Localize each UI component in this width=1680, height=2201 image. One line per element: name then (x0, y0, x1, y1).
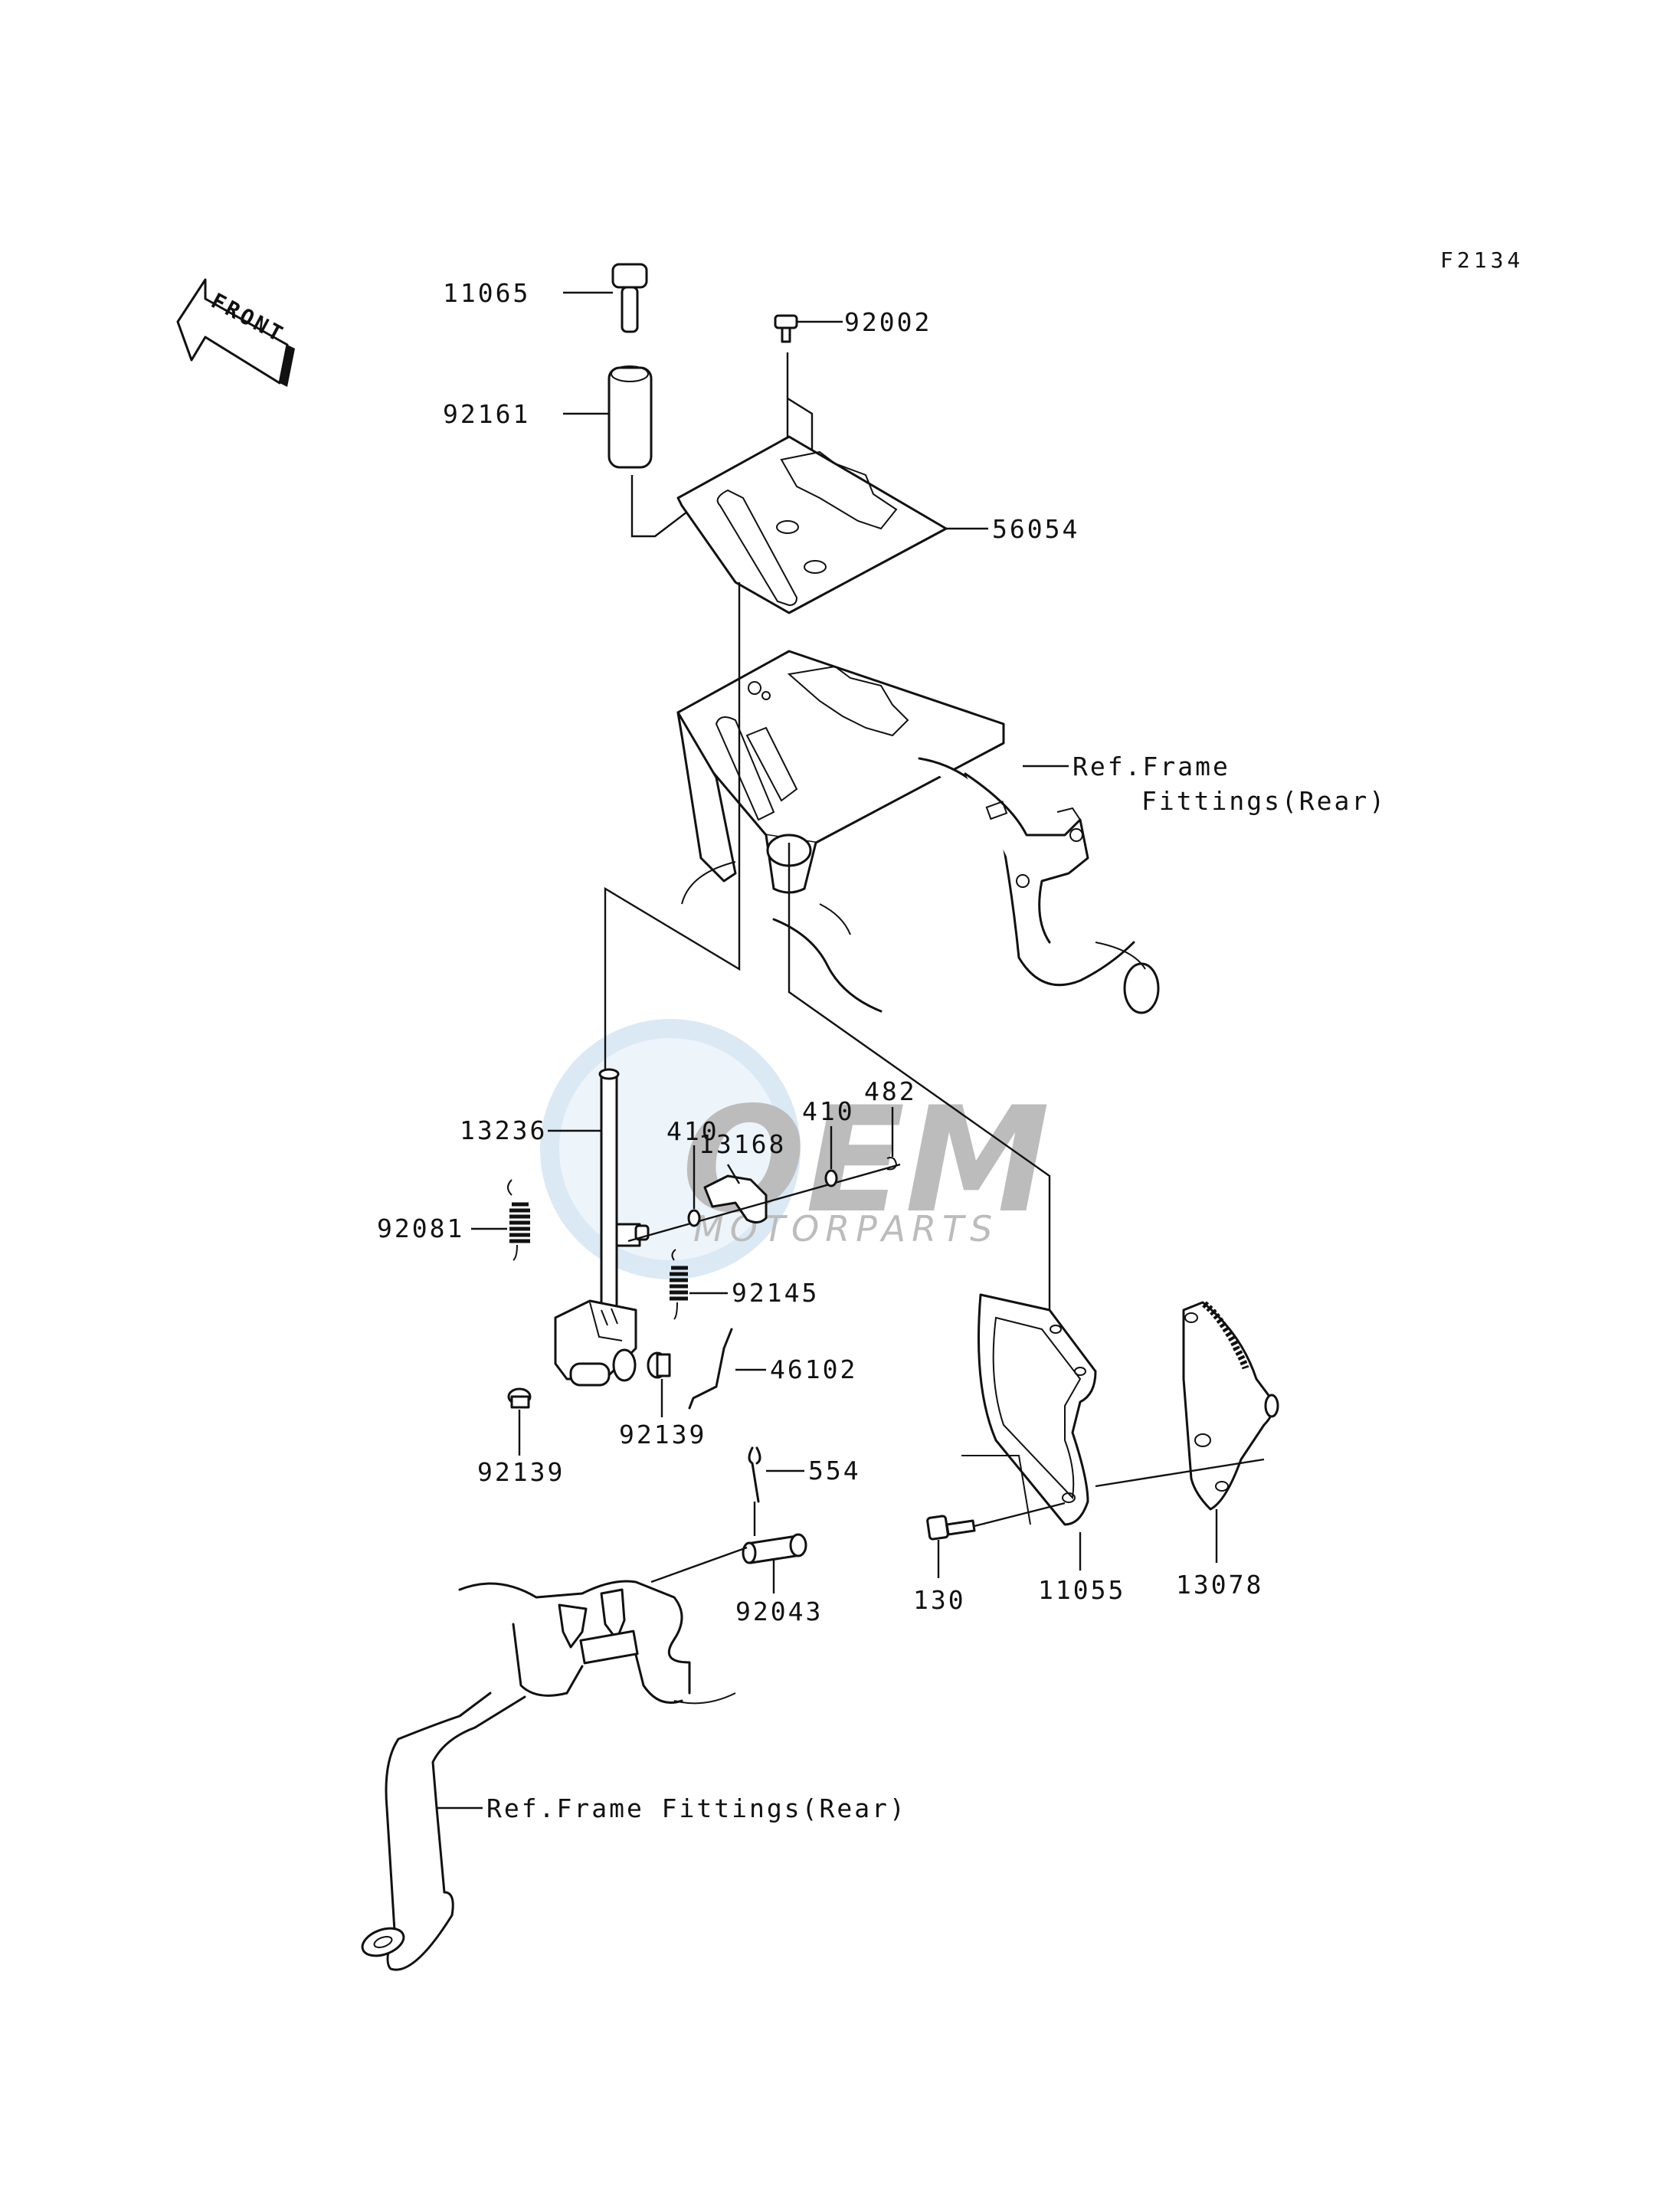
label-482: 482 (864, 1076, 917, 1106)
screw-part (774, 314, 843, 343)
label-11055: 11055 (1038, 1575, 1125, 1605)
diagram-code: F2134 (1440, 247, 1524, 273)
spring-92081-part (471, 1179, 530, 1261)
clip-482 (886, 1107, 898, 1171)
label-92161: 92161 (443, 399, 530, 429)
pin-92043-part (650, 1502, 807, 1593)
label-92139-right: 92139 (619, 1420, 706, 1449)
ref-frame-upper-line2: Fittings(Rear) (1141, 786, 1387, 816)
label-11065: 11065 (443, 278, 530, 308)
label-92081: 92081 (377, 1213, 464, 1243)
label-13078: 13078 (1176, 1570, 1263, 1600)
watermark-brand: OEM (682, 1076, 1050, 1245)
label-13236: 13236 (460, 1115, 547, 1145)
bushing-92139-right (647, 1351, 671, 1417)
label-92139-left: 92139 (477, 1457, 565, 1487)
watermark-subtitle: MOTORPARTS (693, 1208, 998, 1250)
label-56054: 56054 (992, 514, 1079, 544)
frame-lower-pedal (361, 1580, 736, 1971)
spring-92145-part (670, 1249, 728, 1320)
ref-frame-upper-line1: Ref.Frame (1073, 752, 1230, 781)
label-13168: 13168 (699, 1129, 786, 1159)
bolt-130-part (926, 1502, 1066, 1578)
sector-plate-13078-part (1095, 1301, 1279, 1563)
shift-mechanism-body (554, 1299, 637, 1387)
label-410-right: 410 (802, 1096, 855, 1126)
knob-bolt-part (563, 263, 648, 333)
cotter-pin-part (748, 1446, 804, 1503)
label-130: 130 (913, 1585, 966, 1615)
frame-upper-bracket (676, 650, 1160, 1014)
label-92145: 92145 (732, 1278, 819, 1308)
label-92043: 92043 (735, 1597, 823, 1626)
wire-rod-part (688, 1328, 766, 1410)
grip-tube-part (563, 365, 653, 469)
washer-410-left (687, 1145, 701, 1227)
front-arrow-icon: FRONT (176, 278, 295, 387)
lever-part (627, 1163, 901, 1243)
cover-11055-part (961, 1293, 1097, 1571)
label-554: 554 (808, 1456, 861, 1485)
shift-plate-part (676, 435, 988, 614)
label-46102: 46102 (770, 1354, 857, 1384)
washer-410-right (824, 1126, 838, 1187)
label-410-left: 410 (666, 1116, 719, 1146)
ref-frame-lower: Ref.Frame Fittings(Rear) (486, 1793, 907, 1823)
bushing-92139-left (507, 1387, 532, 1456)
label-92002: 92002 (844, 307, 932, 337)
